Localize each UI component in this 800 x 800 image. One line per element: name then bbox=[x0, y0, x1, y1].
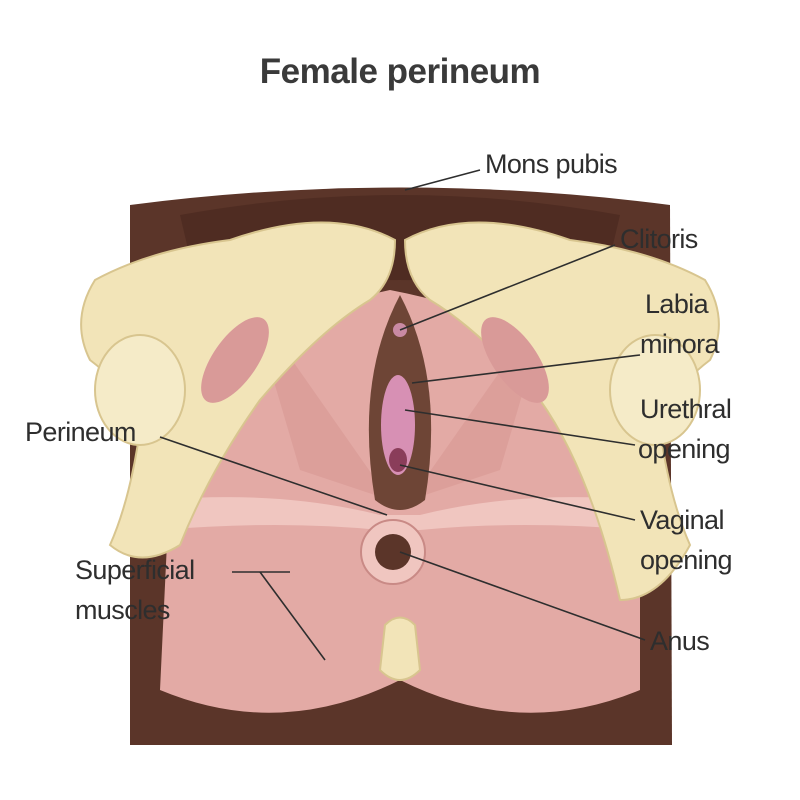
muscle-shading bbox=[250, 300, 550, 500]
leader-mons-pubis bbox=[404, 169, 481, 191]
obturator-foramen-left bbox=[201, 317, 269, 403]
label-superficial-muscles-line1: Superficial bbox=[75, 555, 195, 585]
label-urethral-opening-line1: Urethral bbox=[640, 394, 732, 424]
label-vaginal-opening-line2: opening bbox=[640, 545, 733, 575]
label-superficial-muscles-line2: muscles bbox=[75, 595, 170, 625]
hip-joint-right bbox=[609, 334, 701, 446]
pubic-bone-left bbox=[80, 221, 397, 559]
leader-labia-minora bbox=[411, 354, 641, 384]
leader-anus bbox=[399, 551, 646, 641]
anus bbox=[375, 534, 411, 570]
leader-perineum bbox=[159, 436, 388, 516]
label-anus: Anus bbox=[650, 626, 710, 656]
hip-joint-left bbox=[94, 334, 186, 446]
label-mons-pubis: Mons pubis bbox=[485, 149, 618, 179]
obturator-foramen-right bbox=[481, 317, 549, 403]
label-perineum: Perineum bbox=[25, 417, 136, 447]
label-urethral-opening-line2: opening bbox=[638, 434, 731, 464]
leader-vaginal-opening bbox=[399, 464, 636, 521]
diagram-title: Female perineum bbox=[259, 52, 541, 91]
label-clitoris: Clitoris bbox=[620, 224, 698, 254]
leader-urethral-opening bbox=[404, 409, 636, 446]
leader-superficial-muscles-b bbox=[259, 571, 326, 661]
coccyx bbox=[378, 616, 422, 681]
vestibule bbox=[381, 375, 415, 475]
transverse-muscle bbox=[160, 497, 640, 530]
label-labia-minora-line1: Labia bbox=[645, 289, 709, 319]
vaginal-opening bbox=[389, 448, 407, 472]
leader-clitoris bbox=[399, 244, 616, 331]
label-labia-minora-line2: minora bbox=[640, 329, 720, 359]
label-vaginal-opening-line1: Vaginal bbox=[640, 505, 724, 535]
